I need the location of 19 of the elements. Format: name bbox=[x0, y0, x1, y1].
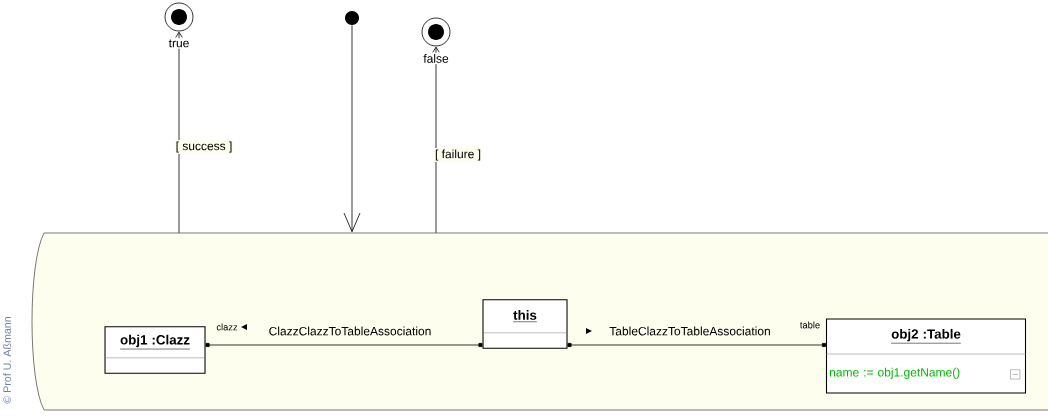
arrow bbox=[343, 24, 361, 233]
arrow bbox=[567, 343, 826, 347]
arrow bbox=[432, 46, 440, 234]
edge-label: [ failure ] bbox=[433, 148, 483, 162]
edge-label: [ success ] bbox=[174, 140, 234, 154]
edge-label: TableClazzToTableAssociation bbox=[607, 325, 773, 337]
object-box: obj1 :Clazz bbox=[104, 326, 206, 374]
final-state bbox=[421, 17, 451, 47]
object-box: obj2 :Table name := obj1.getName() bbox=[825, 318, 1027, 394]
arrow bbox=[175, 31, 183, 234]
object-box: this bbox=[482, 299, 568, 349]
initial-state bbox=[345, 11, 359, 25]
role-name: clazz bbox=[216, 323, 238, 331]
state-label: true bbox=[167, 38, 191, 49]
final-state bbox=[164, 2, 194, 32]
state-label: false bbox=[422, 52, 450, 65]
arrow bbox=[205, 343, 483, 347]
edge-label: ClazzClazzToTableAssociation bbox=[267, 325, 433, 337]
copyright-note: © Prof U. Aßmann bbox=[3, 317, 11, 404]
